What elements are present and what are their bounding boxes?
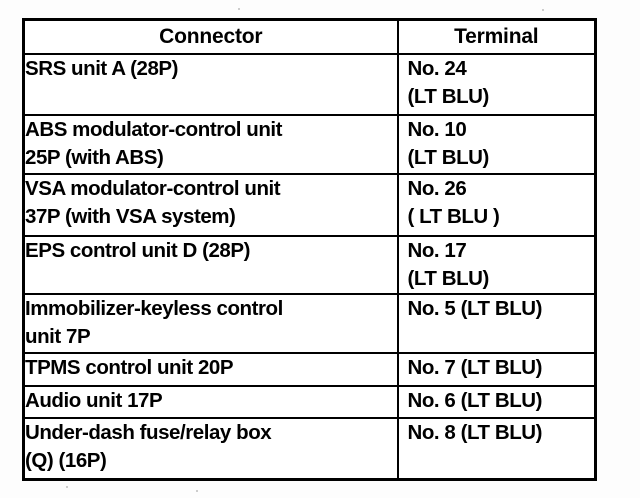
cell-connector: ABS modulator-control unit 25P (with ABS…: [22, 114, 399, 175]
cell-line: EPS control unit D (28P): [25, 239, 250, 262]
data-table: Connector Terminal SRS unit A (28P) No. …: [22, 18, 597, 481]
table-row: EPS control unit D (28P) No. 17 (LT BLU): [22, 235, 597, 295]
cell-connector: Immobilizer-keyless control unit 7P: [22, 293, 399, 354]
cell-line: TPMS control unit 20P: [25, 356, 234, 379]
cell-connector: Audio unit 17P: [22, 385, 399, 419]
scan-speckle: [542, 9, 544, 11]
cell-terminal: No. 6 (LT BLU): [396, 385, 597, 419]
cell-line: (LT BLU): [407, 267, 490, 290]
cell-line: unit 7P: [25, 325, 91, 348]
cell-line: 37P (with VSA system): [25, 205, 236, 228]
column-header-terminal: Terminal: [396, 18, 597, 55]
connector-terminal-table: Connector Terminal SRS unit A (28P) No. …: [22, 18, 597, 481]
cell-terminal: No. 17 (LT BLU): [396, 235, 597, 295]
table-row: ABS modulator-control unit 25P (with ABS…: [22, 114, 597, 175]
table-row: VSA modulator-control unit 37P (with VSA…: [22, 173, 597, 237]
cell-line: 25P (with ABS): [25, 146, 164, 169]
cell-line: ABS modulator-control unit: [25, 118, 283, 141]
table-header-row: Connector Terminal: [22, 18, 597, 55]
cell-line: No. 10: [407, 118, 467, 141]
cell-line: SRS unit A (28P): [25, 57, 179, 80]
cell-line: Audio unit 17P: [25, 389, 163, 412]
cell-connector: SRS unit A (28P): [22, 53, 399, 116]
table-row: SRS unit A (28P) No. 24 (LT BLU): [22, 53, 597, 116]
table-row: Immobilizer-keyless control unit 7P No. …: [22, 293, 597, 354]
cell-line: No. 17: [407, 239, 467, 262]
scan-speckle: [238, 8, 240, 10]
cell-line: Immobilizer-keyless control: [25, 297, 283, 320]
cell-connector: Under-dash fuse/relay box (Q) (16P): [22, 417, 399, 481]
cell-line: VSA modulator-control unit: [25, 177, 281, 200]
cell-connector: VSA modulator-control unit 37P (with VSA…: [22, 173, 399, 237]
table-row: Audio unit 17P No. 6 (LT BLU): [22, 385, 597, 419]
scan-speckle: [66, 486, 68, 488]
cell-line: (Q) (16P): [25, 449, 107, 472]
cell-terminal: No. 26 ( LT BLU ): [396, 173, 597, 237]
cell-line: No. 5 (LT BLU): [407, 297, 543, 320]
cell-line: No. 8 (LT BLU): [407, 421, 543, 444]
cell-connector: EPS control unit D (28P): [22, 235, 399, 295]
scan-speckle: [196, 490, 198, 492]
cell-line: ( LT BLU ): [407, 205, 500, 228]
cell-terminal: No. 8 (LT BLU): [396, 417, 597, 481]
cell-line: No. 6 (LT BLU): [407, 389, 543, 412]
cell-line: No. 26: [407, 177, 467, 200]
cell-line: (LT BLU): [407, 85, 490, 108]
table-row: Under-dash fuse/relay box (Q) (16P) No. …: [22, 417, 597, 481]
cell-line: No. 24: [407, 57, 467, 80]
cell-connector: TPMS control unit 20P: [22, 352, 399, 387]
cell-terminal: No. 10 (LT BLU): [396, 114, 597, 175]
cell-terminal: No. 7 (LT BLU): [396, 352, 597, 387]
cell-terminal: No. 5 (LT BLU): [396, 293, 597, 354]
cell-line: No. 7 (LT BLU): [407, 356, 543, 379]
table-row: TPMS control unit 20P No. 7 (LT BLU): [22, 352, 597, 387]
cell-terminal: No. 24 (LT BLU): [396, 53, 597, 116]
column-header-connector: Connector: [22, 18, 399, 55]
cell-line: Under-dash fuse/relay box: [25, 421, 272, 444]
cell-line: (LT BLU): [407, 146, 490, 169]
